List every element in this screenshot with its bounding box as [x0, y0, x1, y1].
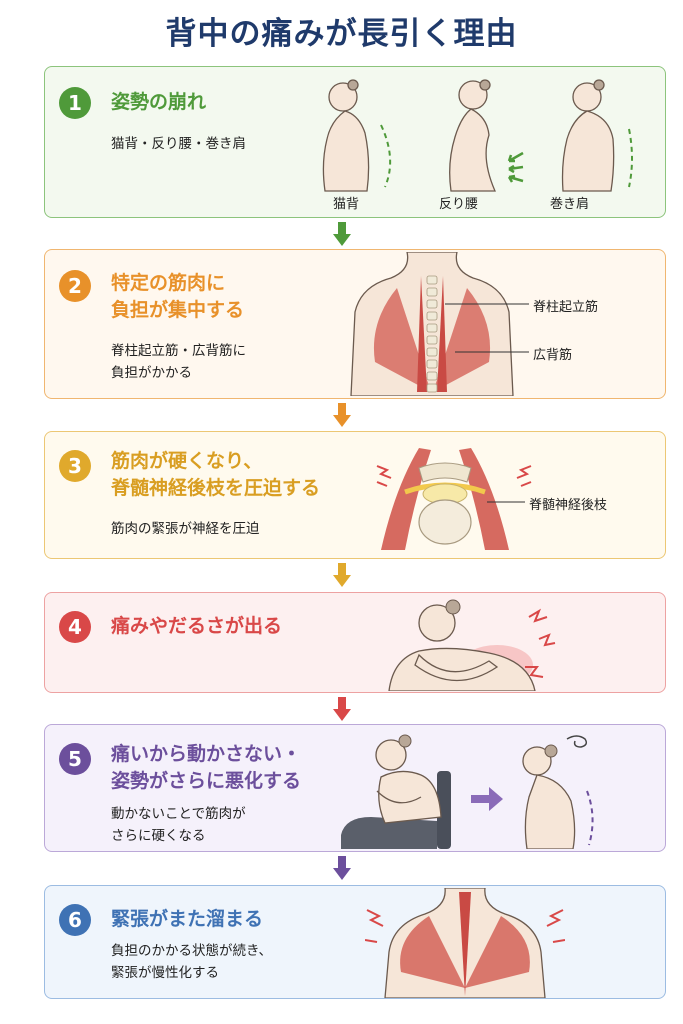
step-description: 脊柱起立筋・広背筋に 負担がかかる	[111, 343, 246, 381]
step-heading: 筋肉が硬くなり、 脊髄神経後枝を圧迫する	[111, 450, 321, 499]
step-number-badge: 1	[59, 87, 91, 119]
step-number-badge: 3	[59, 450, 91, 482]
back-muscles-illustration	[350, 252, 514, 396]
chronic-tension-illustration	[365, 888, 565, 998]
arrow-down-icon	[333, 697, 351, 721]
page-title: 背中の痛みが長引く理由	[165, 16, 518, 52]
step-card-3: 3 筋肉が硬くなり、 脊髄神経後枝を圧迫する 筋肉の緊張が神経を圧迫 脊髄神経後…	[44, 431, 666, 559]
step-card-4: 4 痛みやだるさが出る	[44, 592, 666, 693]
pain-spark-icon	[376, 465, 392, 487]
posture-label-3: 巻き肩	[550, 197, 590, 212]
step-description: 負担のかかる状態が続き、 緊張が慢性化する	[111, 943, 273, 981]
nerve-label: 脊髄神経後枝	[529, 498, 608, 513]
step-description: 猫背・反り腰・巻き肩	[111, 136, 246, 152]
muscle-label-latissimus: 広背筋	[533, 348, 573, 363]
arrow-down-icon	[333, 856, 351, 880]
step-card-5: 5 痛いから動かさない・ 姿勢がさらに悪化する 動かないことで筋肉が さらに硬く…	[44, 724, 666, 852]
shoulder-pain-illustration	[388, 599, 556, 691]
step-number-badge: 6	[59, 904, 91, 936]
step-heading: 痛いから動かさない・ 姿勢がさらに悪化する	[111, 743, 302, 792]
step-number-badge: 5	[59, 743, 91, 775]
posture-figures-illustration	[322, 79, 633, 192]
label-leader-lines	[445, 303, 529, 353]
step-description: 動かないことで筋肉が さらに硬くなる	[111, 806, 246, 844]
step-description: 筋肉の緊張が神経を圧迫	[111, 521, 260, 537]
step-heading: 痛みやだるさが出る	[111, 615, 283, 637]
seated-posture-illustration	[341, 734, 594, 849]
step-heading: 姿勢の崩れ	[111, 91, 207, 113]
step-number-badge: 2	[59, 270, 91, 302]
step-heading: 特定の筋肉に 負担が集中する	[111, 272, 245, 321]
step-card-6: 6 緊張がまた溜まる 負担のかかる状態が続き、 緊張が慢性化する	[44, 885, 666, 999]
arrow-down-icon	[333, 563, 351, 587]
label-leader-lines	[487, 501, 525, 503]
step-card-1: 1 姿勢の崩れ 猫背・反り腰・巻き肩 猫背	[44, 66, 666, 218]
posture-label-2: 反り腰	[439, 197, 479, 212]
nerve-compression-illustration	[381, 448, 509, 550]
posture-label-1: 猫背	[333, 197, 360, 212]
pain-spark-icon	[516, 465, 532, 487]
arrow-down-icon	[333, 222, 351, 246]
step-heading: 緊張がまた溜まる	[111, 908, 264, 930]
arrow-down-icon	[333, 403, 351, 427]
muscle-label-erector: 脊柱起立筋	[533, 300, 599, 315]
step-card-2: 2 特定の筋肉に 負担が集中する 脊柱起立筋・広背筋に 負担がかかる 脊柱起立筋	[44, 249, 666, 399]
step-number-badge: 4	[59, 611, 91, 643]
